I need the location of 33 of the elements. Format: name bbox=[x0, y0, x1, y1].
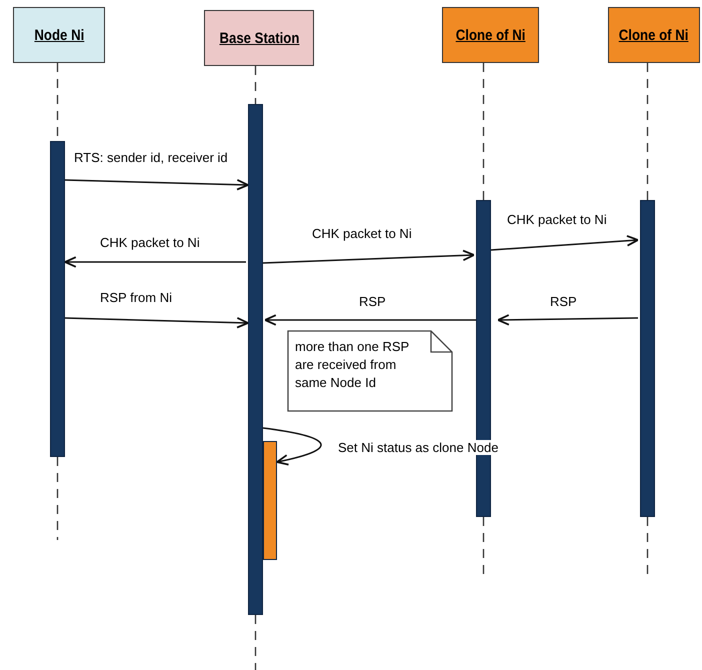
lifeline bbox=[482, 63, 484, 200]
participant-name: Clone of Ni bbox=[619, 26, 689, 44]
message-arrow bbox=[64, 317, 249, 328]
lifeline bbox=[646, 63, 648, 200]
message-arrow bbox=[262, 250, 475, 264]
message-label: RSP bbox=[357, 294, 388, 309]
participant-name: Node Ni bbox=[34, 26, 84, 44]
lifeline-header bbox=[442, 7, 539, 63]
activation-bar bbox=[50, 141, 65, 457]
activation-bar bbox=[263, 441, 277, 560]
lifeline-header bbox=[13, 7, 105, 63]
lifeline bbox=[254, 66, 256, 104]
message-arrow bbox=[64, 256, 246, 268]
participant-name: Base Station bbox=[219, 30, 299, 46]
message-arrow bbox=[262, 427, 322, 466]
message-label: Set Ni status as clone Node bbox=[336, 440, 500, 455]
lifeline-header bbox=[204, 10, 314, 66]
message-arrow bbox=[490, 235, 639, 251]
message-arrow bbox=[64, 179, 249, 190]
activation-bar bbox=[248, 104, 263, 615]
message-label: RSP bbox=[548, 294, 579, 309]
message-arrow bbox=[497, 314, 638, 326]
participant-name: Clone of Ni bbox=[456, 26, 526, 44]
message-label: CHK packet to Ni bbox=[310, 226, 414, 241]
lifeline-header bbox=[608, 7, 700, 63]
message-label: CHK packet to Ni bbox=[98, 235, 202, 250]
message-label: CHK packet to Ni bbox=[505, 212, 609, 227]
note-text: more than one RSP are received from same Node Id bbox=[295, 338, 410, 392]
message-label: RTS: sender id, receiver id bbox=[72, 150, 230, 165]
message-arrow bbox=[264, 314, 476, 326]
message-label: RSP from Ni bbox=[98, 290, 174, 305]
activation-bar bbox=[640, 200, 655, 517]
note bbox=[287, 330, 453, 412]
